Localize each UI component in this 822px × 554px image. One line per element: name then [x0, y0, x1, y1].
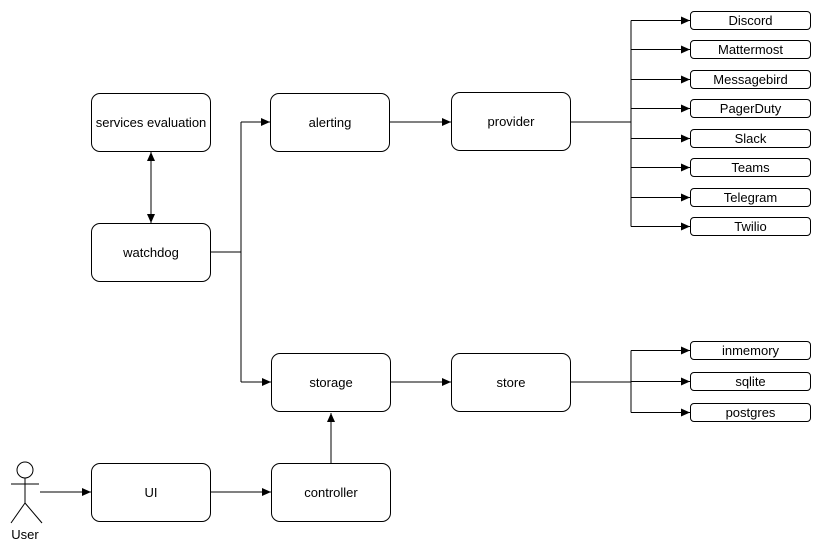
node-storage: storage	[271, 353, 391, 412]
leaf-provider-messagebird: Messagebird	[690, 70, 811, 89]
node-ui: UI	[91, 463, 211, 522]
node-store: store	[451, 353, 571, 412]
node-controller: controller	[271, 463, 391, 522]
user-actor-icon	[10, 461, 43, 524]
node-alerting: alerting	[270, 93, 390, 152]
user-label: User	[11, 527, 39, 542]
node-services-evaluation: services evaluation	[91, 93, 211, 152]
leaf-store-inmemory: inmemory	[690, 341, 811, 360]
leaf-provider-twilio: Twilio	[690, 217, 811, 236]
leaf-provider-mattermost: Mattermost	[690, 40, 811, 59]
node-watchdog: watchdog	[91, 223, 211, 282]
leaf-provider-pagerduty: PagerDuty	[690, 99, 811, 118]
leaf-provider-telegram: Telegram	[690, 188, 811, 207]
leaf-store-postgres: postgres	[690, 403, 811, 422]
leaf-provider-discord: Discord	[690, 11, 811, 30]
leaf-store-sqlite: sqlite	[690, 372, 811, 391]
leaf-provider-slack: Slack	[690, 129, 811, 148]
node-provider: provider	[451, 92, 571, 151]
leaf-provider-teams: Teams	[690, 158, 811, 177]
